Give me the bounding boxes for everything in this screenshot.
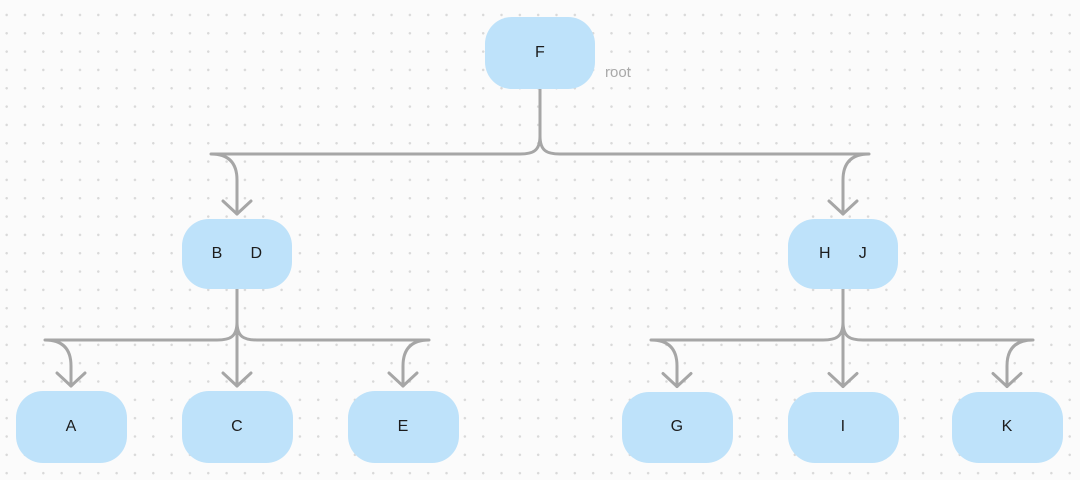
arrowhead-icon [55,371,87,388]
arrowhead-icon [991,372,1023,388]
node-key: G [670,418,684,435]
node-key: F [535,44,545,61]
node-key: C [231,418,243,435]
tree-node-k[interactable]: K [951,391,1063,463]
edge-line-bd-e [235,320,431,388]
node-key: E [397,418,409,435]
arrowhead-icon [221,371,253,388]
arrowhead-icon [221,199,253,216]
node-key: A [65,418,77,435]
connector-hj-children[interactable] [649,287,1035,388]
tree-node-e[interactable]: E [347,391,459,463]
tree-node-g[interactable]: G [621,391,733,463]
arrowhead-icon [387,371,419,388]
tree-node-i[interactable]: I [787,391,899,463]
arrowhead-icon [827,372,859,388]
node-key: I [840,418,846,435]
connector-f-children[interactable] [209,87,871,216]
edge-line-f-hj [538,134,871,216]
edge-line-hj-g [649,320,845,388]
tree-node-c[interactable]: C [181,391,293,463]
connector-bd-children[interactable] [43,287,431,388]
node-key: H [819,245,831,262]
edge-line-bd-a [43,320,239,388]
edge-line-f-bd [209,134,542,216]
root-label[interactable]: root [605,64,631,81]
node-key: K [1001,418,1013,435]
node-key: D [250,245,263,262]
arrowhead-icon [827,199,859,216]
node-key: B [211,245,223,262]
arrowhead-icon [661,372,693,388]
edge-line-hj-k [841,320,1035,388]
tree-node-a[interactable]: A [15,391,127,463]
tree-node-f[interactable]: F [485,17,595,89]
node-key: J [858,245,867,262]
